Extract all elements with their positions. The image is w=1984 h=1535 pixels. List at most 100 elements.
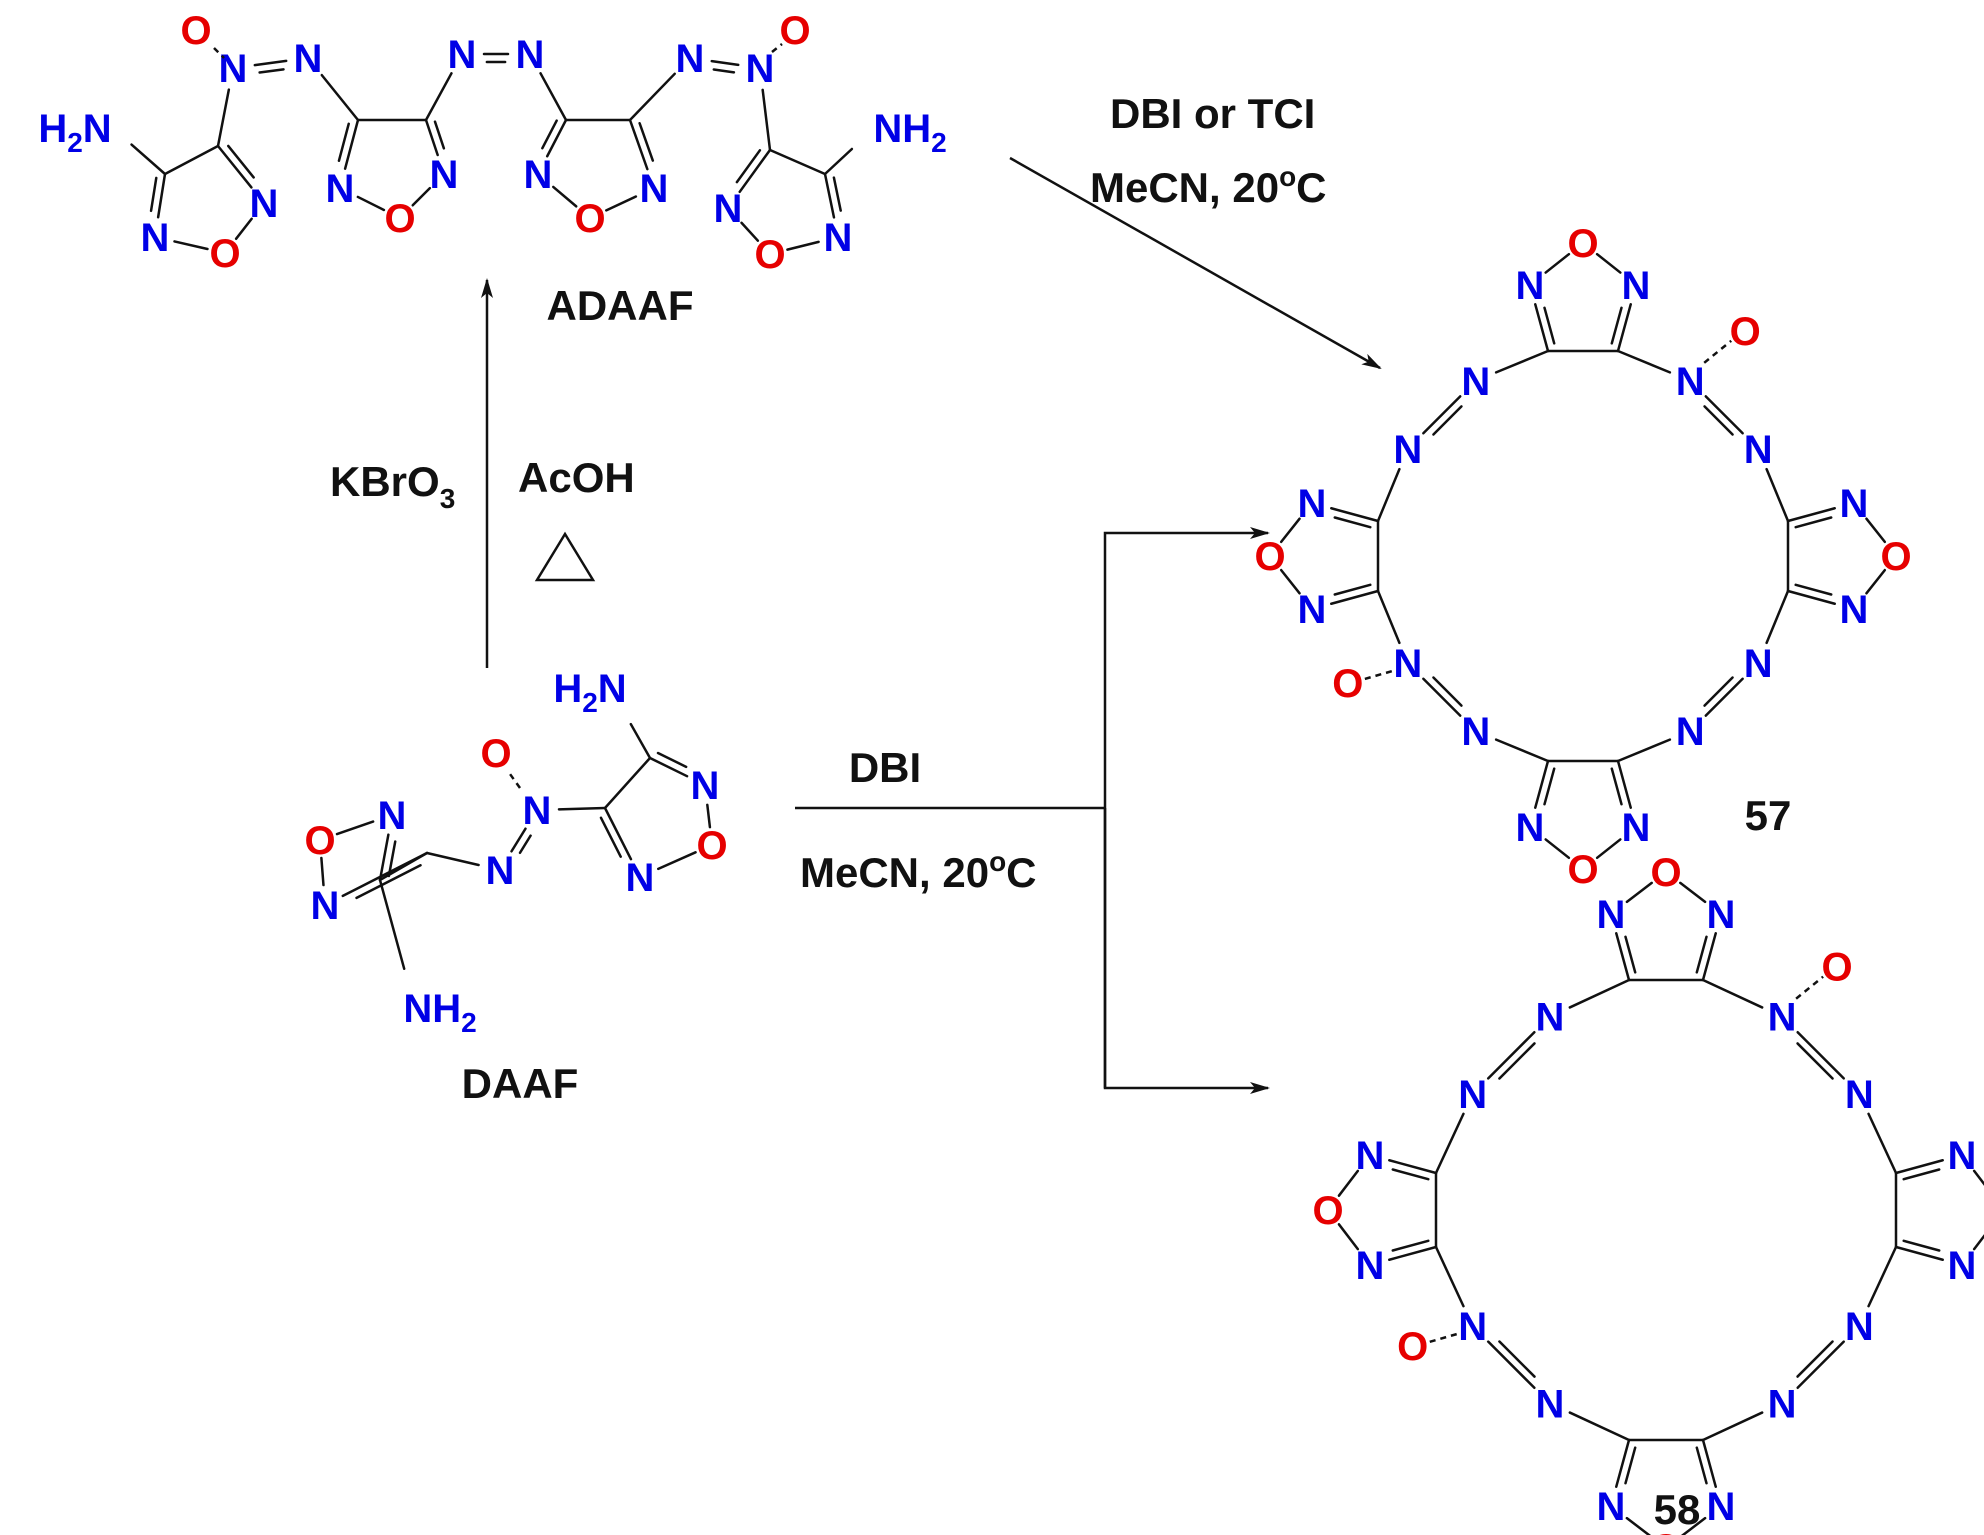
ring-bond-cn bbox=[337, 118, 360, 170]
amine-group-top: H2N bbox=[553, 667, 626, 718]
bridge-nitrogen: N bbox=[1845, 1073, 1874, 1117]
arrow-branch-to-58 bbox=[1103, 808, 1270, 1094]
azoxy-oxygen: O bbox=[1332, 662, 1363, 706]
ring-bond-cn bbox=[1534, 303, 1556, 353]
ring-nitrogen: N bbox=[1516, 806, 1545, 850]
ring-bond-no bbox=[411, 186, 432, 207]
furazan-ring-2: NNO bbox=[1786, 482, 1912, 632]
bond-c-n bbox=[1701, 978, 1764, 1009]
bond-n-n-double bbox=[482, 52, 510, 64]
azo-nitrogen: N bbox=[516, 33, 545, 77]
bond-c-n bbox=[216, 88, 231, 148]
ring-bond-no bbox=[1337, 1223, 1360, 1251]
reaction-arrows bbox=[481, 156, 1382, 1094]
bond-c-n bbox=[1376, 467, 1401, 523]
ring-bond-cn bbox=[341, 851, 429, 900]
bond-n-c bbox=[761, 88, 772, 152]
ring-nitrogen: N bbox=[311, 884, 340, 928]
bond-n-c bbox=[1376, 589, 1401, 645]
ring-nitrogen: N bbox=[1622, 264, 1651, 308]
ring-bond-cn bbox=[648, 751, 689, 778]
bond-n-c bbox=[1434, 1245, 1465, 1308]
furazan-ring-left: NNO bbox=[304, 794, 429, 928]
ring-nitrogen: N bbox=[1707, 1485, 1736, 1529]
bridge-nitrogen: N bbox=[1768, 996, 1797, 1040]
ring-nitrogen: N bbox=[1597, 893, 1626, 937]
azoxy-nitrogen: N bbox=[486, 849, 515, 893]
ring-bond-cn bbox=[1388, 1239, 1438, 1261]
ring-oxygen: O bbox=[754, 233, 785, 277]
bond-n-c bbox=[539, 72, 568, 122]
ring-nitrogen: N bbox=[1840, 482, 1869, 526]
ring-bond-cn bbox=[1330, 507, 1380, 529]
ring-oxygen: O bbox=[209, 232, 240, 276]
ring-bond-no bbox=[1544, 838, 1571, 860]
ring-bond-no bbox=[1625, 1516, 1652, 1535]
bond-n-n-double bbox=[1486, 1340, 1536, 1390]
ring-bond-no bbox=[1680, 1516, 1707, 1535]
ring-bond-cn bbox=[1786, 583, 1836, 605]
bridge-nitrogen: N bbox=[1458, 1073, 1487, 1117]
ring-bond-cn bbox=[424, 118, 446, 157]
ring-oxygen: O bbox=[574, 197, 605, 241]
bond-c-n bbox=[628, 72, 676, 122]
ring-bond-cn bbox=[216, 144, 255, 189]
ring-bond-cc bbox=[163, 144, 220, 176]
ring-bond-cn bbox=[1695, 1438, 1717, 1488]
ring-bond-cn bbox=[149, 172, 167, 219]
ring-oxygen: O bbox=[1567, 222, 1598, 266]
ring-nitrogen: N bbox=[378, 794, 407, 838]
ring-nitrogen: N bbox=[430, 153, 459, 197]
azoxy-nitrogen: N bbox=[219, 47, 248, 91]
ring-nitrogen: N bbox=[626, 856, 655, 900]
arrow-adaaf-to-57 bbox=[1009, 156, 1382, 370]
bond-c-n bbox=[425, 851, 480, 867]
bond-c-nh2 bbox=[629, 722, 652, 760]
ring-bond-cn bbox=[1894, 1239, 1944, 1261]
azoxy-oxygen: O bbox=[779, 9, 810, 53]
azoxy-nitrogen: N bbox=[294, 37, 323, 81]
bond-n-c bbox=[1765, 467, 1790, 523]
ring-bond-cn bbox=[1610, 303, 1632, 353]
ring-bond-no bbox=[320, 856, 325, 887]
furazan-ring-3: NNO bbox=[1516, 759, 1651, 892]
ring-nitrogen: N bbox=[1298, 482, 1327, 526]
ring-nitrogen: N bbox=[714, 187, 743, 231]
bridge-nitrogen: N bbox=[1535, 1382, 1564, 1426]
ring-oxygen: O bbox=[1254, 535, 1285, 579]
bridge-nitrogen: N bbox=[1744, 428, 1773, 472]
bond-c-n bbox=[1434, 1112, 1465, 1175]
furazan-ring-right: N NO bbox=[599, 751, 728, 900]
ring-nitrogen: N bbox=[1622, 806, 1651, 850]
ring-nitrogen: N bbox=[1356, 1244, 1385, 1288]
ring-bond-no bbox=[1279, 517, 1301, 544]
heat-triangle-icon bbox=[534, 531, 596, 582]
ring-bond-cn bbox=[378, 833, 397, 882]
ring-nitrogen: N bbox=[524, 153, 553, 197]
azoxy-nitrogen: N bbox=[746, 47, 775, 91]
bond-n-o-dative bbox=[213, 47, 225, 59]
ring-bond-no bbox=[173, 240, 209, 251]
bond-c-n bbox=[1867, 1245, 1898, 1308]
bond-c-n bbox=[424, 72, 453, 122]
ring-oxygen: O bbox=[696, 824, 727, 868]
furazan-ring-3: NNO bbox=[1597, 1438, 1736, 1535]
condition-bottom-reagent: DBI bbox=[849, 744, 921, 791]
bridge-nitrogen: N bbox=[1458, 1305, 1487, 1349]
bond-n-c bbox=[320, 73, 360, 122]
bond-n-n-double bbox=[710, 59, 740, 74]
ring-bond-no bbox=[1679, 881, 1707, 904]
ring-nitrogen: N bbox=[824, 216, 853, 260]
azoxy-nitrogen: N bbox=[523, 789, 552, 833]
ring-bond-no bbox=[1595, 838, 1622, 860]
bond-c-nh2 bbox=[823, 147, 854, 176]
bond-c-nh2 bbox=[130, 143, 167, 176]
bridge-nitrogen: N bbox=[1744, 642, 1773, 686]
furazan-ring-4: NNO bbox=[1254, 482, 1380, 632]
ring-bond-cn bbox=[823, 172, 842, 219]
ring-nitrogen: N bbox=[691, 764, 720, 808]
